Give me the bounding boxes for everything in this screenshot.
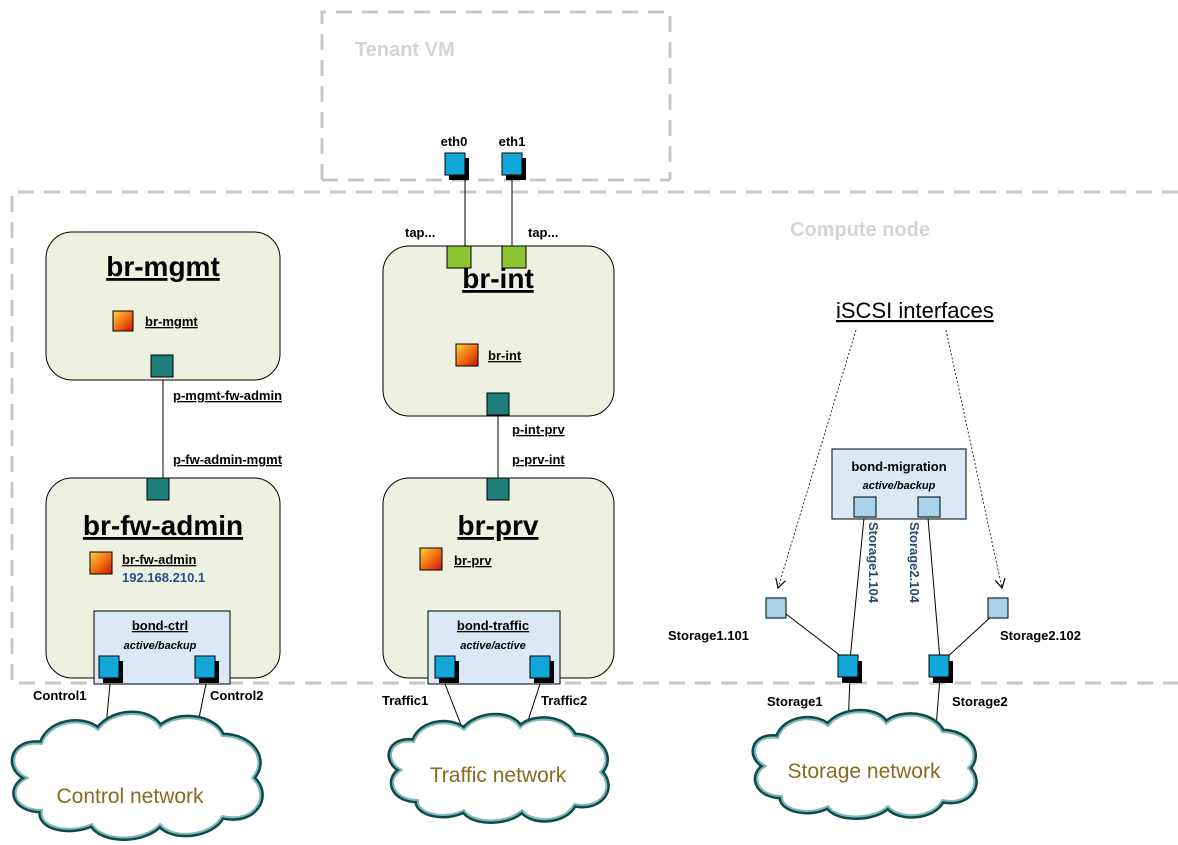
control-network-label: Control network (56, 785, 204, 808)
traffic-network-cloud: Traffic network (387, 712, 610, 824)
tenant-vm-region: Tenant VM (320, 10, 672, 180)
control1-label: Control1 (33, 688, 86, 703)
eth0-label: eth0 (441, 134, 468, 149)
patch-label-prv-int: p-prv-int (512, 452, 565, 467)
storage-network-label: Storage network (788, 760, 941, 783)
storage2-102-port-icon (987, 597, 1009, 619)
br-fw-admin-iface-label: br-fw-admin (122, 552, 196, 567)
br-mgmt-internal-port-icon (112, 310, 134, 332)
br-fw-admin-title: br-fw-admin (83, 510, 243, 541)
storage1-104-label: Storage1.104 (866, 522, 881, 604)
traffic1-label: Traffic1 (382, 693, 428, 708)
bond-traffic-mode: active/active (460, 640, 525, 652)
tap-port-1-icon (501, 245, 527, 269)
br-prv-iface-label: br-prv (454, 553, 492, 568)
tap0-label: tap... (405, 225, 435, 240)
bond-traffic-name: bond-traffic (457, 618, 529, 633)
storage1-nic (837, 654, 862, 683)
patch-port-prv-icon (486, 477, 510, 501)
bridge-br-int: br-int br-int (382, 245, 615, 417)
bond-ctrl-name: bond-ctrl (132, 618, 188, 633)
storage2-104-port-icon (917, 496, 941, 518)
patch-port-mgmt-icon (150, 354, 174, 378)
control-network-cloud: Control network (10, 710, 264, 841)
vm-port-eth1: eth1 (499, 134, 526, 180)
patch-label-mgmt-fw-admin: p-mgmt-fw-admin (173, 388, 282, 403)
patch-port-fw-admin-icon (146, 477, 170, 501)
tap-port-0-icon (446, 245, 472, 269)
bond-migration: bond-migration active/backup (831, 448, 967, 520)
compute-node-region: Compute node (10, 190, 1178, 685)
traffic-network-label: Traffic network (430, 764, 567, 787)
traffic1-port-icon (434, 655, 456, 679)
br-fw-admin-internal-port-icon (89, 551, 113, 575)
connectors (103, 176, 995, 753)
eth1-port-icon (501, 152, 523, 176)
storage2-nic (928, 654, 953, 683)
control1-port-icon (98, 655, 120, 679)
br-prv-title: br-prv (458, 510, 539, 541)
iscsi-interfaces-label: iSCSI interfaces (836, 298, 994, 323)
traffic2-label: Traffic2 (541, 693, 587, 708)
storage2-label: Storage2 (952, 694, 1008, 709)
storage1-port-icon (837, 654, 859, 678)
control2-label: Control2 (210, 688, 263, 703)
eth0-port-icon (444, 152, 466, 176)
tap1-label: tap... (528, 225, 558, 240)
storage2-port-icon (928, 654, 950, 678)
storage1-101-label: Storage1.101 (668, 628, 749, 643)
bond-migration-mode: active/backup (863, 480, 936, 492)
traffic2-port-icon (529, 655, 551, 679)
control2-port-icon (194, 655, 216, 679)
storage1-label: Storage1 (767, 694, 823, 709)
iscsi-arrows (775, 329, 1006, 590)
bridge-br-mgmt: br-mgmt br-mgmt (45, 231, 281, 381)
compute-node-label: Compute node (790, 219, 930, 241)
br-prv-internal-port-icon (419, 547, 443, 571)
tenant-vm-label: Tenant VM (355, 39, 455, 61)
br-int-iface-label: br-int (488, 348, 522, 363)
storage-network-cloud: Storage network (751, 708, 978, 820)
patch-port-int-icon (486, 392, 510, 416)
storage2-102-label: Storage2.102 (1000, 628, 1081, 643)
storage2-104-label: Storage2.104 (907, 522, 922, 604)
bond-ctrl: bond-ctrl active/backup (93, 610, 231, 685)
patch-label-int-prv: p-int-prv (512, 422, 565, 437)
br-mgmt-title: br-mgmt (106, 251, 220, 282)
bond-migration-name: bond-migration (851, 459, 946, 474)
br-int-internal-port-icon (455, 343, 479, 367)
br-mgmt-iface-label: br-mgmt (145, 314, 198, 329)
br-fw-admin-ip: 192.168.210.1 (122, 570, 205, 585)
patch-label-fw-admin-mgmt: p-fw-admin-mgmt (173, 452, 283, 467)
vm-port-eth0: eth0 (441, 134, 469, 180)
storage1-104-port-icon (853, 496, 877, 518)
bond-ctrl-mode: active/backup (124, 640, 197, 652)
storage1-101-port-icon (765, 597, 787, 619)
eth1-label: eth1 (499, 134, 526, 149)
bond-traffic: bond-traffic active/active (427, 610, 561, 685)
